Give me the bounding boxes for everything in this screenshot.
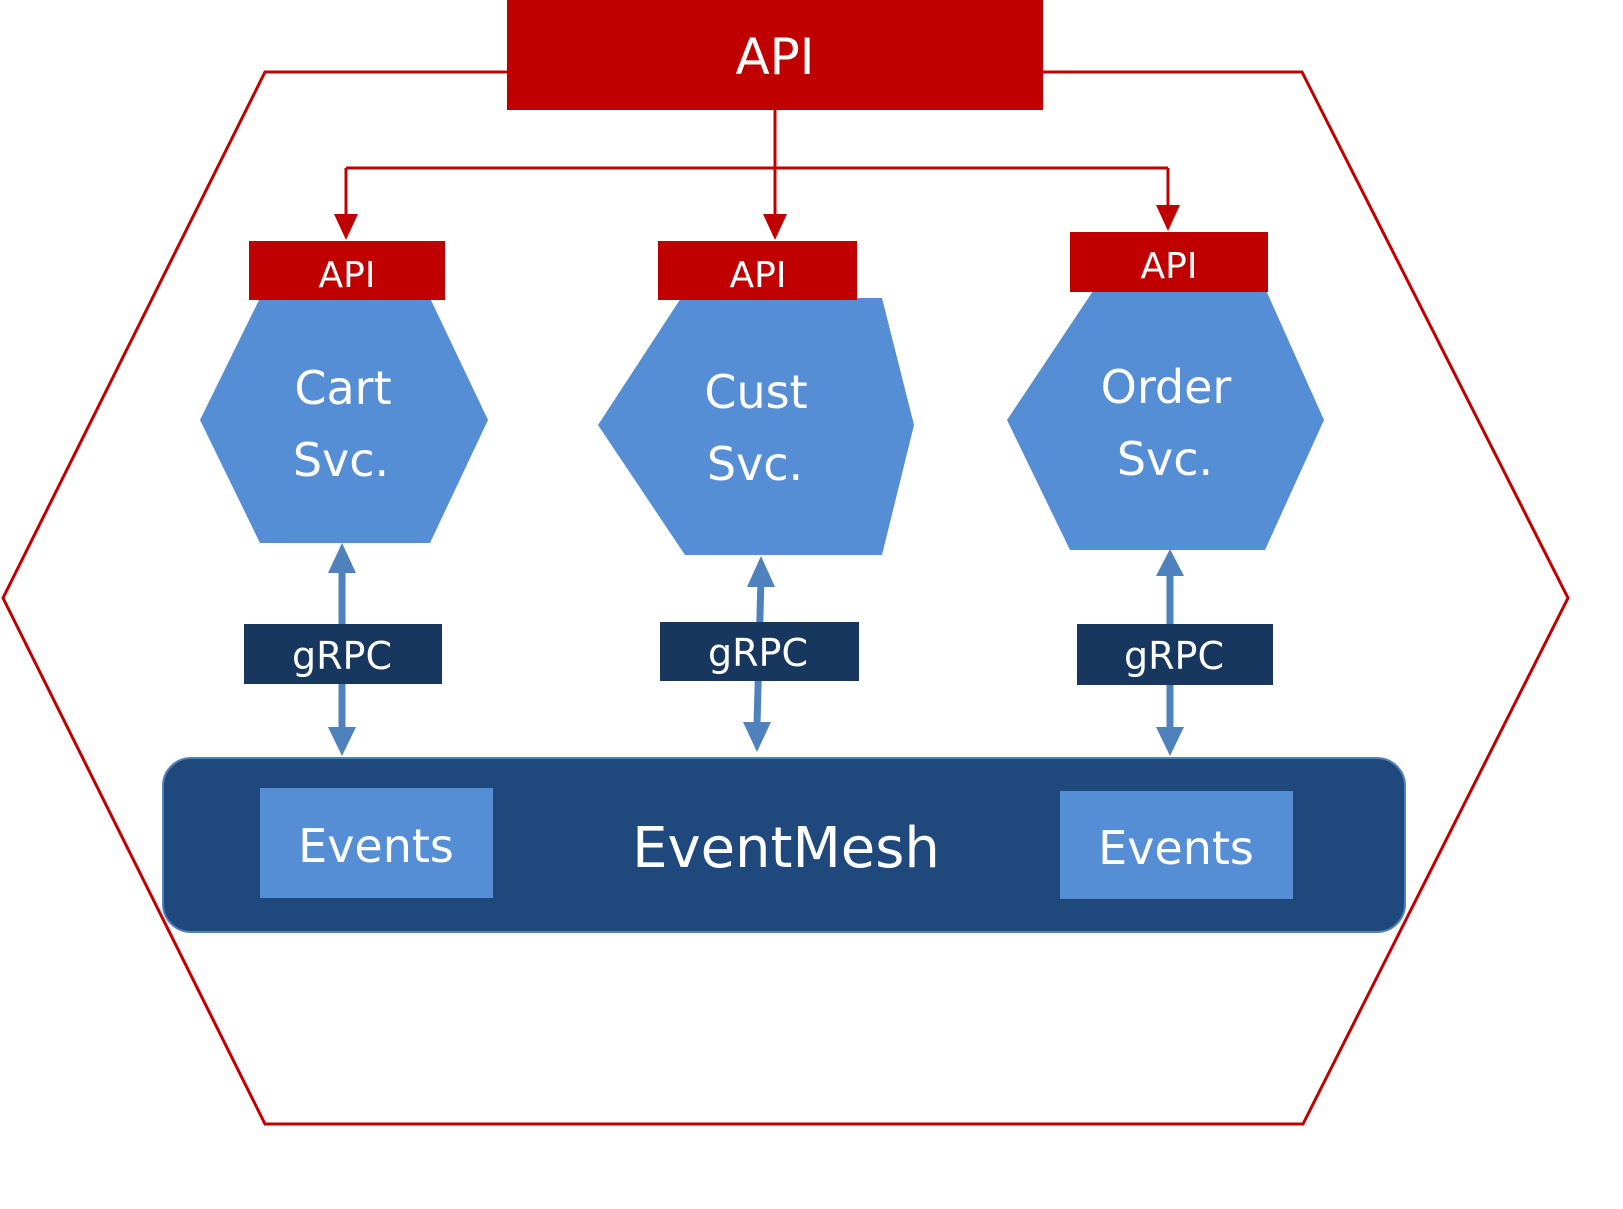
cart-grpc-label: gRPC bbox=[292, 634, 392, 678]
arrowhead-order-api bbox=[1156, 205, 1180, 231]
gateway-api-label: API bbox=[735, 28, 814, 86]
order-api-box bbox=[1070, 232, 1268, 292]
gateway-routes bbox=[344, 110, 1170, 214]
cart-service-name-line2: Svc. bbox=[293, 433, 389, 487]
order-api-label: API bbox=[1141, 246, 1198, 287]
order-service-name-line1: Order bbox=[1101, 360, 1232, 414]
cust-service-name-line2: Svc. bbox=[707, 437, 803, 491]
cart-service-hexagon bbox=[200, 298, 488, 543]
cust-api-label: API bbox=[730, 255, 787, 296]
arrowhead-cart-api bbox=[334, 214, 358, 240]
cart-api-box bbox=[249, 241, 445, 300]
order-grpc-label: gRPC bbox=[1124, 634, 1224, 678]
system-boundary-hexagon bbox=[1, 70, 1570, 1126]
cart-api-label: API bbox=[319, 255, 376, 296]
order-link-arrowhead-down bbox=[1156, 727, 1184, 756]
order-service-hexagon bbox=[1007, 288, 1324, 550]
cart-grpc-badge[interactable]: gRPC bbox=[244, 624, 442, 684]
cust-api-box bbox=[658, 241, 857, 300]
cart-link-arrowhead-down bbox=[328, 727, 356, 756]
events-store-left[interactable] bbox=[260, 788, 493, 898]
service-cart[interactable]: API Cart Svc. bbox=[200, 241, 488, 543]
event-mesh-label: EventMesh bbox=[632, 816, 940, 881]
service-order[interactable]: API Order Svc. bbox=[1007, 232, 1324, 550]
cust-grpc-label: gRPC bbox=[708, 631, 808, 675]
event-mesh[interactable]: Events EventMesh Events bbox=[162, 757, 1406, 933]
cart-grpc-box bbox=[244, 624, 442, 684]
cust-grpc-box bbox=[660, 622, 859, 681]
cust-service-hexagon bbox=[598, 298, 914, 555]
gateway-api[interactable]: API bbox=[507, 0, 1043, 110]
cart-service-name-line1: Cart bbox=[294, 361, 391, 415]
events-store-right[interactable] bbox=[1060, 791, 1293, 899]
cust-link-arrowhead-up bbox=[747, 556, 775, 587]
order-link-arrowhead-up bbox=[1156, 549, 1184, 576]
order-grpc-box bbox=[1077, 624, 1273, 685]
events-store-right-label: Events bbox=[1098, 821, 1254, 875]
cust-grpc-badge[interactable]: gRPC bbox=[660, 622, 859, 681]
service-cust[interactable]: API Cust Svc. bbox=[598, 241, 914, 555]
gateway-api-box bbox=[507, 0, 1043, 110]
cart-link-arrowhead-up bbox=[328, 543, 356, 573]
order-service-name-line2: Svc. bbox=[1117, 432, 1213, 486]
order-grpc-badge[interactable]: gRPC bbox=[1077, 624, 1273, 685]
cust-link-arrowhead-down bbox=[743, 722, 771, 752]
events-store-left-label: Events bbox=[298, 819, 454, 873]
arrowhead-cust-api bbox=[763, 214, 787, 240]
cust-service-name-line1: Cust bbox=[704, 365, 807, 419]
